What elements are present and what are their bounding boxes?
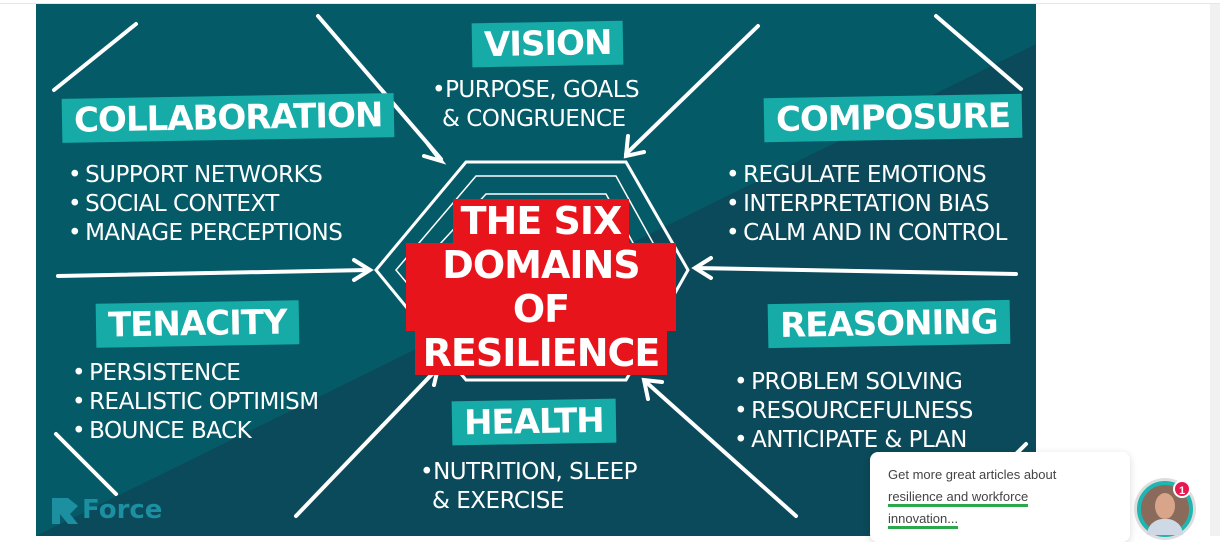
chat-avatar-button[interactable] (1137, 481, 1193, 537)
scrollbar[interactable] (1210, 4, 1220, 536)
popup-link[interactable]: resilience and workforce (888, 489, 1029, 507)
vision-label: VISION (471, 20, 624, 68)
reasoning-label: REASONING (767, 299, 1010, 349)
six-domains-infographic: VISION •PURPOSE, GOALS & CONGRUENCE COLL… (36, 4, 1036, 536)
collaboration-list: SUPPORT NETWORKS SOCIAL CONTEXT MANAGE P… (68, 161, 343, 248)
collaboration-label: COLLABORATION (61, 93, 395, 143)
rforce-logo: Force (50, 494, 162, 526)
notification-badge: 1 (1173, 480, 1191, 498)
tenacity-list: PERSISTENCE REALISTIC OPTIMISM BOUNCE BA… (72, 359, 319, 446)
reasoning-list: PROBLEM SOLVING RESOURCEFULNESS ANTICIPA… (734, 368, 973, 455)
composure-list: REGULATE EMOTIONS INTERPRETATION BIAS CA… (726, 161, 1007, 248)
vision-list: •PURPOSE, GOALS & CONGRUENCE (432, 77, 640, 132)
composure-label: COMPOSURE (763, 93, 1023, 143)
health-list: •NUTRITION, SLEEP & EXERCISE (420, 459, 638, 514)
chat-popup[interactable]: Get more great articles about resilience… (870, 452, 1130, 542)
top-border (0, 3, 1220, 4)
health-label: HEALTH (451, 398, 617, 446)
rforce-logo-icon (52, 498, 78, 524)
popup-link-continued[interactable]: innovation... (888, 511, 959, 529)
tenacity-label: TENACITY (95, 300, 299, 348)
infographic-title: THE SIX DOMAINS OF RESILIENCE (406, 199, 676, 375)
